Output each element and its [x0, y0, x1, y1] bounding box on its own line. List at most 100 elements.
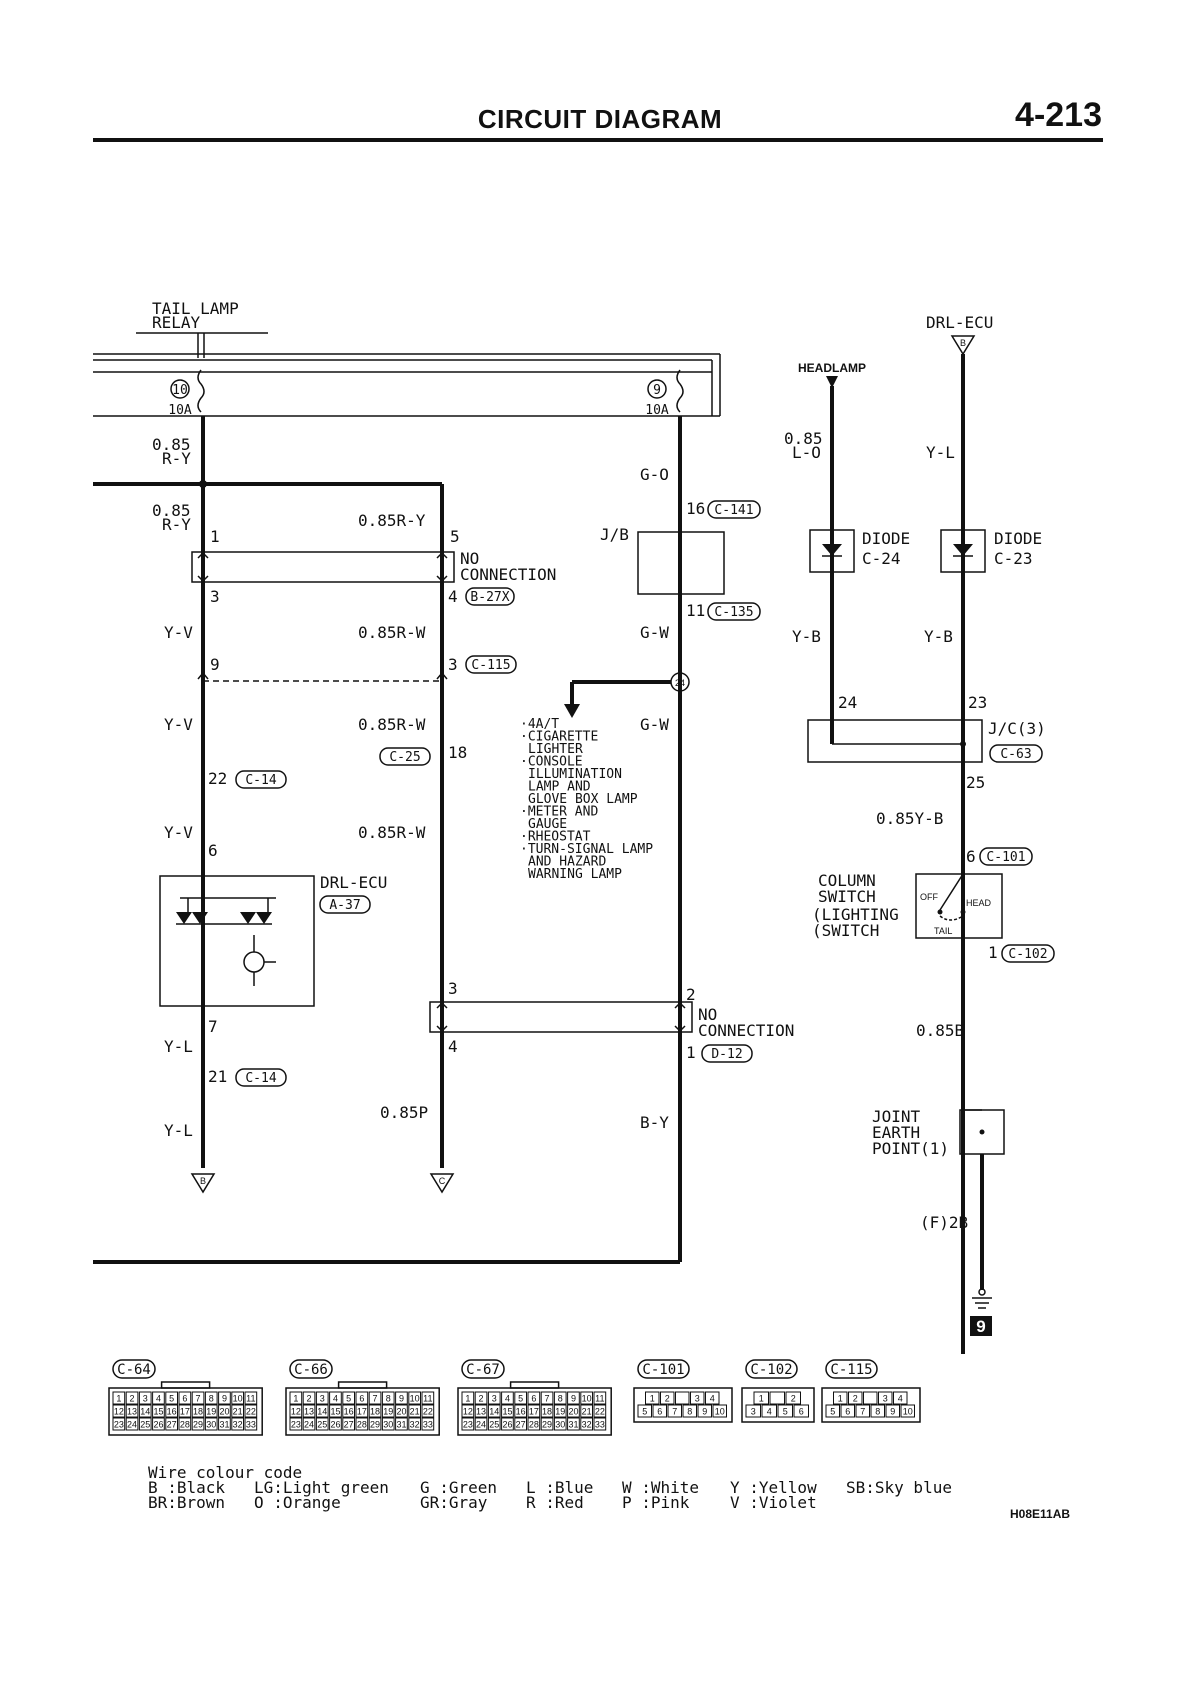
connector-pin: 29: [542, 1420, 552, 1430]
wire-rw-1: 0.85R-W: [358, 623, 426, 642]
joint-earth-line1: JOINT: [872, 1107, 921, 1126]
connector-pin: 13: [304, 1407, 314, 1417]
connector-pin: 5: [783, 1407, 788, 1417]
connector-pin: 26: [153, 1420, 163, 1430]
connector-pin: 25: [489, 1420, 499, 1430]
diode-c23-line2: C-23: [994, 549, 1033, 568]
terminal-c-left: [429, 1173, 455, 1194]
wire-lo-085: 0.85: [784, 429, 823, 448]
connector-pin: 8: [558, 1394, 563, 1404]
connector-pin: 5: [169, 1394, 174, 1404]
diode-c23-box: [940, 529, 986, 573]
headlamp-arrow-icon: [826, 376, 838, 388]
connector-pin: 19: [206, 1407, 216, 1417]
diode-c23-line1: DIODE: [994, 529, 1042, 548]
fuse-9-amp: 10A: [645, 403, 669, 418]
junction-block-jb: [637, 531, 725, 595]
legend-light-green: LG:Light green: [254, 1478, 389, 1497]
connector-pin: 14: [140, 1407, 150, 1417]
connector-pin: 20: [568, 1407, 578, 1417]
wire-yv-2: Y-V: [164, 715, 193, 734]
connector-pin: 28: [180, 1420, 190, 1430]
connector-pin: 6: [657, 1407, 662, 1417]
pin-4-c: 4: [448, 1037, 458, 1056]
fuse-10-amp: 10A: [168, 403, 192, 418]
connector-pin: 11: [423, 1394, 432, 1404]
connector-pin: 17: [357, 1407, 367, 1417]
connector-pin: 5: [642, 1407, 647, 1417]
connector-pin: 20: [219, 1407, 229, 1417]
svg-text:C-141: C-141: [714, 503, 753, 518]
wire-ry-1: R-Y: [162, 449, 191, 468]
wire-yl-2: Y-L: [164, 1121, 193, 1140]
svg-text:24: 24: [675, 678, 685, 688]
legend-title: Wire colour code: [148, 1463, 302, 1482]
legend-blue: L :Blue: [526, 1478, 593, 1497]
svg-text:9: 9: [653, 383, 661, 398]
connector-pin: 26: [330, 1420, 340, 1430]
connector-pin: 3: [143, 1394, 148, 1404]
connector-pin: 25: [317, 1420, 327, 1430]
left-wiring: [93, 416, 682, 1264]
connector-view-label-0: C-64: [117, 1362, 151, 1378]
svg-text:C-14: C-14: [245, 773, 276, 788]
diode-c23-icon: [953, 544, 973, 556]
connector-no-connection-2: [429, 1001, 693, 1033]
connector-pin: 4: [710, 1394, 715, 1404]
relay-label-line2: RELAY: [152, 313, 201, 332]
no-connection-1-line1: NO: [460, 549, 479, 568]
connector-view-label-3: C-101: [642, 1362, 684, 1378]
connector-tag-c135: [707, 602, 761, 621]
svg-text:D-12: D-12: [711, 1047, 742, 1062]
connector-tag-d12: [701, 1044, 753, 1063]
connector-pin: 17: [529, 1407, 539, 1417]
wire-rw-2: 0.85R-W: [358, 715, 426, 734]
load-item-2-2: LAMP AND: [528, 780, 591, 795]
pin-3-b: 3: [448, 655, 458, 674]
connector-view-body-5: [821, 1387, 921, 1423]
connector-pin: 30: [206, 1420, 216, 1430]
connector-pin: 4: [333, 1394, 338, 1404]
load-item-2-0: ·CONSOLE: [520, 755, 583, 770]
connector-pin: 13: [127, 1407, 137, 1417]
connector-pin: 18: [542, 1407, 552, 1417]
no-connection-2-line1: NO: [698, 1005, 717, 1024]
connector-no-connection-1: [191, 551, 455, 583]
connector-view-tag-2: [461, 1359, 505, 1379]
connector-pin: 21: [233, 1407, 243, 1417]
connector-pin: 7: [860, 1407, 865, 1417]
terminal-b-right: [950, 335, 976, 356]
fuse-box: 10 10A 9 10A: [93, 353, 721, 418]
pin-25: 25: [966, 773, 985, 792]
wire-085b: 0.85B: [916, 1021, 964, 1040]
wire-yb-085: 0.85Y-B: [876, 809, 943, 828]
tail-lamp-relay: TAIL LAMP RELAY: [136, 299, 268, 358]
svg-text:C-63: C-63: [1000, 747, 1031, 762]
wire-yl-right-label: Y-L: [926, 443, 955, 462]
legend-sky-blue: SB:Sky blue: [846, 1478, 952, 1497]
connector-pin: 5: [830, 1407, 835, 1417]
svg-text:C: C: [439, 1176, 446, 1186]
wire-085ry-c: 0.85R-Y: [358, 511, 426, 530]
load-item-5-1: AND HAZARD: [528, 855, 606, 870]
pin-1-right: 1: [988, 943, 998, 962]
connector-pin: 23: [463, 1420, 473, 1430]
load-item-1-1: LIGHTER: [528, 742, 583, 757]
svg-text:C-102: C-102: [1008, 947, 1047, 962]
switch-head-label: HEAD: [966, 898, 992, 908]
column-switch-line4: (SWITCH: [812, 921, 879, 940]
column-switch-box: [915, 873, 1003, 939]
connector-pin: 21: [582, 1407, 592, 1417]
connector-pin: 7: [196, 1394, 201, 1404]
connector-pin: 2: [791, 1394, 796, 1404]
connector-pin: 19: [555, 1407, 565, 1417]
switch-lever-icon: [939, 873, 964, 911]
connector-pin: 9: [890, 1407, 895, 1417]
connector-pin: 16: [167, 1407, 177, 1417]
connector-pin: 10: [233, 1394, 243, 1404]
connector-pin: 8: [875, 1407, 880, 1417]
wire-ry-2: R-Y: [162, 515, 191, 534]
connector-view-body-3: [633, 1387, 733, 1423]
legend-brown: BR:Brown: [148, 1493, 225, 1512]
